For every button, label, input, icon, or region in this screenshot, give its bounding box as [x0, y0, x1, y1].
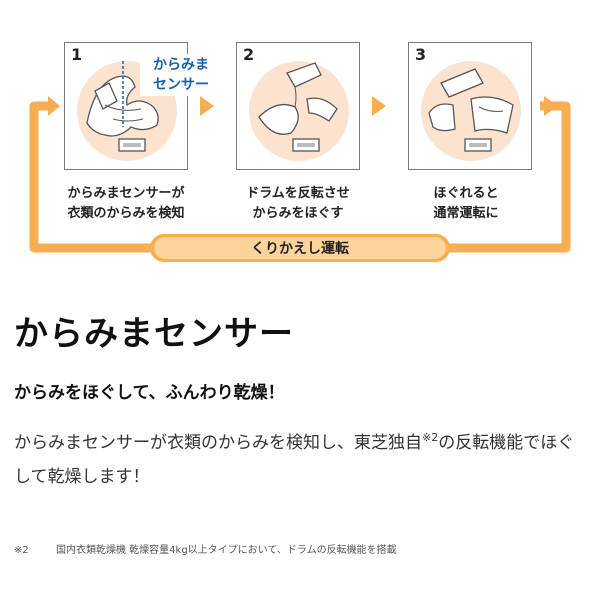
- step-1-caption: からみまセンサーが 衣類のからみを検知: [46, 184, 206, 224]
- step-number: 3: [415, 45, 427, 64]
- repeat-operation-label: くりかえし運転: [150, 234, 450, 262]
- page-subtitle: からみをほぐして、ふんわり乾燥！: [14, 383, 285, 403]
- description-part: の反転機能でほぐして乾燥します！: [14, 433, 575, 487]
- sensor-label: からみま センサー: [140, 54, 222, 96]
- step-number: 2: [243, 45, 255, 64]
- description-text: からみまセンサーが衣類のからみを検知し、東芝独自※2の反転機能でほぐして乾燥しま…: [14, 426, 589, 494]
- sensor-label-line: センサー: [153, 77, 209, 93]
- arrow-right-icon: [544, 96, 558, 116]
- loosening-clothes-icon: [249, 61, 349, 161]
- step-2-box: 2: [236, 42, 360, 170]
- page-title: からみまセンサー: [14, 314, 294, 354]
- footnote-text: 国内衣類乾燥機 乾燥容量4kg以上タイプにおいて、ドラムの反転機能を搭載: [56, 545, 397, 556]
- caption-line: ほぐれると: [433, 186, 499, 201]
- footnote: ※2 国内衣類乾燥機 乾燥容量4kg以上タイプにおいて、ドラムの反転機能を搭載: [14, 541, 397, 556]
- process-diagram: 1 からみま センサー 2 3 からみまセンサーが: [0, 0, 600, 290]
- arrow-right-icon: [200, 96, 214, 116]
- arrow-right-icon: [372, 96, 386, 116]
- sensor-label-line: からみま: [153, 57, 209, 73]
- description-part: からみまセンサーが衣類のからみを検知し、東芝独自: [14, 433, 422, 453]
- caption-line: 衣類のからみを検知: [67, 206, 185, 221]
- caption-line: からみをほぐす: [252, 206, 344, 221]
- caption-line: 通常運転に: [433, 206, 499, 221]
- repeat-operation-text: くりかえし運転: [154, 237, 446, 259]
- step-number: 1: [71, 45, 83, 64]
- step-3-box: 3: [408, 42, 532, 170]
- step-2-caption: ドラムを反転させ からみをほぐす: [218, 184, 378, 224]
- loose-clothes-icon: [421, 61, 521, 161]
- caption-line: からみまセンサーが: [67, 186, 185, 201]
- step-3-caption: ほぐれると 通常運転に: [386, 184, 546, 224]
- footnote-reference: ※2: [422, 431, 439, 444]
- caption-line: ドラムを反転させ: [246, 186, 350, 201]
- footnote-mark: ※2: [14, 545, 29, 556]
